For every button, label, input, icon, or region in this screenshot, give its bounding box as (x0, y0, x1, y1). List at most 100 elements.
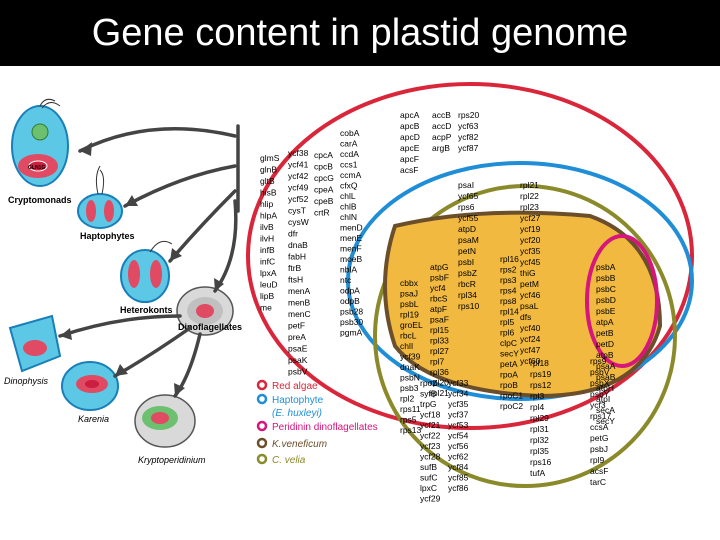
gene-label: acsF (590, 466, 608, 476)
gene-label: petN (458, 246, 476, 256)
gene-label: chlI (400, 341, 413, 351)
gene-label: ycf82 (458, 132, 479, 142)
gene-label: atpI (596, 394, 610, 404)
svg-text:Red algae: Red algae (272, 381, 318, 392)
gene-label: syfB (420, 389, 437, 399)
gene-label: psbA (596, 262, 616, 272)
gene-label: atpF (430, 304, 447, 314)
gene-label: tarC (590, 477, 606, 487)
gene-label: apcB (400, 121, 420, 131)
gene-label: rpl23 (520, 202, 539, 212)
gene-label: ycf33 (448, 378, 469, 388)
gene-label: cpcB (314, 162, 333, 172)
gene-label: ilvB (260, 222, 274, 232)
gene-label: rpl21 (430, 388, 449, 398)
gene-label: infB (260, 245, 275, 255)
legend-item: K.veneficum (256, 437, 327, 450)
gene-label: rpl36 (430, 367, 449, 377)
gene-label: psaA (596, 361, 616, 371)
gene-label: menD (340, 223, 363, 233)
gene-label: rps5 (400, 415, 417, 425)
legend: Red algae Haptophyte (E. huxleyi) Peridi… (256, 379, 378, 466)
gene-label: rps4 (500, 286, 517, 296)
gene-label: petA (500, 359, 518, 369)
gene-label: atpH (596, 383, 614, 393)
svg-text:C. velia: C. velia (272, 455, 306, 466)
peridinin-ellipse (585, 234, 659, 368)
gene-label: ycf35 (448, 399, 469, 409)
gene-label: cobA (340, 128, 360, 138)
gene-label: petB (596, 328, 614, 338)
gene-label: rps8 (500, 296, 517, 306)
gene-label: secY (596, 416, 615, 426)
gene-label: menB (288, 298, 311, 308)
gene-label: glnB (260, 165, 277, 175)
gene-label: psbE (596, 306, 616, 316)
gene-label: ycf45 (520, 257, 541, 267)
red-algae-ellipse (246, 82, 694, 430)
title-bar: Gene content in plastid genome (0, 0, 720, 66)
gene-label: rps6 (458, 202, 475, 212)
legend-item: C. velia (256, 453, 306, 466)
organism-label: Haptophytes (80, 231, 135, 241)
gene-label: psaM (458, 235, 479, 245)
gene-label: ycf18 (420, 410, 441, 420)
gene-label: rpoZ (420, 378, 437, 388)
c-velia-ellipse (373, 184, 677, 488)
gene-label: ycf28 (420, 452, 441, 462)
gene-label: ycf56 (448, 441, 469, 451)
gene-label: rbcR (458, 279, 476, 289)
gene-label: secA (596, 405, 615, 415)
gene-label: rps10 (458, 301, 480, 311)
gene-label: hisB (260, 188, 277, 198)
karenia-cell (61, 361, 119, 411)
gene-label: ycf55 (458, 213, 479, 223)
organism-label: Dinoflagellates (178, 322, 242, 332)
gene-label: ycf24 (520, 334, 541, 344)
gene-label: cpcA (314, 150, 333, 160)
gene-label: chlB (340, 202, 357, 212)
gene-label: ycf63 (458, 121, 479, 131)
gene-label: rps17 (590, 411, 612, 421)
dinophysis-cell (8, 314, 62, 373)
gene-label: odpB (340, 296, 360, 306)
gene-label: hlip (260, 199, 274, 209)
gene-label: psbV (590, 367, 610, 377)
gene-label: psaI (458, 180, 474, 190)
haptophyte-ellipse (346, 161, 694, 401)
gene-label: ccmA (340, 170, 362, 180)
gene-label: ycf60 (520, 356, 541, 366)
gene-label: ycf62 (448, 452, 469, 462)
gene-label: rpl15 (430, 325, 449, 335)
slide-title: Gene content in plastid genome (91, 12, 629, 54)
gene-label: psbF (430, 273, 449, 283)
gene-label: hlpA (260, 211, 277, 221)
venn-ellipses (246, 82, 694, 488)
gene-label: menF (340, 244, 362, 254)
gene-label: ycf49 (288, 183, 309, 193)
kryptoperidinium-cell (134, 394, 196, 448)
gene-label: accD (432, 121, 451, 131)
gene-label: psaL (520, 301, 539, 311)
gene-label: menA (288, 286, 311, 296)
gene-labels: apcAapcBapcDapcEapcFacsFaccBaccDacpPargB… (260, 110, 616, 504)
gene-label: rbcS (430, 294, 448, 304)
gene-label: cpcG (314, 173, 334, 183)
gene-label: cpeA (314, 185, 334, 195)
gene-label: ycf20 (520, 235, 541, 245)
gene-label: ntc (340, 275, 352, 285)
gene-label: ftsH (288, 275, 303, 285)
organism-label: Karenia (78, 414, 109, 424)
gene-label: petD (596, 339, 614, 349)
gene-label: rpl27 (430, 346, 449, 356)
organism-label: Cryptomonads (8, 195, 72, 205)
gene-label: cysT (288, 206, 306, 216)
gene-label: secY (500, 349, 519, 359)
organism-panel: GLN1G Cryptomonads Haptophytes Heterokon… (4, 98, 242, 465)
svg-text:Haptophyte: Haptophyte (272, 395, 324, 406)
gene-label: atpD (458, 224, 476, 234)
gene-label: lpxC (420, 483, 437, 493)
organism-label: Kryptoperidinium (138, 455, 206, 465)
gene-label: chlL (340, 191, 356, 201)
gene-label: rpl16 (500, 254, 519, 264)
